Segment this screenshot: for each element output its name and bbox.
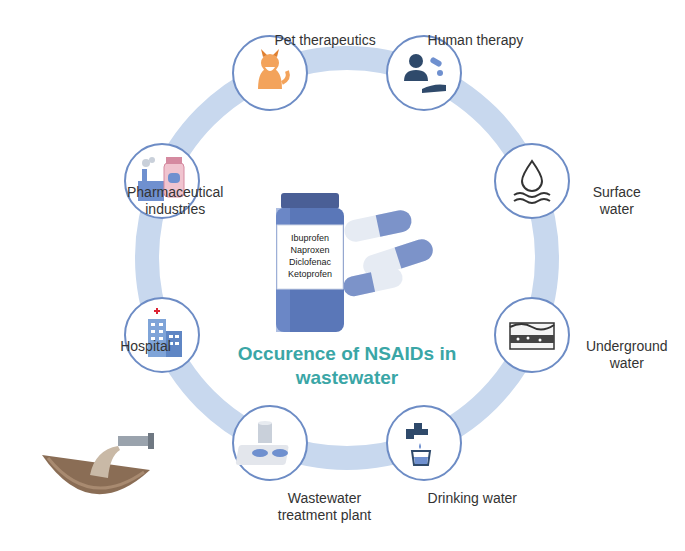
circle-node: Hospital <box>124 297 200 373</box>
node-icon <box>386 405 462 481</box>
node-icon <box>124 297 200 373</box>
node-icon <box>494 297 570 373</box>
circle-node: Human therapy <box>386 35 462 111</box>
drug-name: Naproxen <box>279 245 341 256</box>
circle-node: Pet therapeutics <box>232 35 308 111</box>
node-label: Hospital <box>120 338 171 355</box>
node-icon <box>232 405 308 481</box>
diagram-title: Occurence of NSAIDs in wastewater <box>237 342 457 390</box>
circle-node: Wastewater treatment plant <box>232 405 308 481</box>
circle-node: Surface water <box>494 143 570 219</box>
node-label: Underground water <box>582 338 672 372</box>
node-label: Pharmaceutical industries <box>120 184 230 218</box>
circle-node: Pharmaceutical industries <box>124 143 200 219</box>
node-icon <box>494 143 570 219</box>
outflow-pipe <box>42 433 154 494</box>
node-label: Wastewater treatment plant <box>274 490 374 524</box>
drug-name: Ketoprofen <box>279 269 341 280</box>
node-label: Pet therapeutics <box>274 32 375 49</box>
circle-node: Underground water <box>494 297 570 373</box>
circle-node: Drinking water <box>386 405 462 481</box>
node-label: Drinking water <box>428 490 517 507</box>
pill-bottle <box>276 193 344 332</box>
node-label: Surface water <box>582 184 652 218</box>
drug-name: Diclofenac <box>279 257 341 268</box>
node-label: Human therapy <box>428 32 524 49</box>
capsules <box>342 208 436 298</box>
cycle-ring <box>147 58 547 458</box>
drug-name: Ibuprofen <box>279 233 341 244</box>
